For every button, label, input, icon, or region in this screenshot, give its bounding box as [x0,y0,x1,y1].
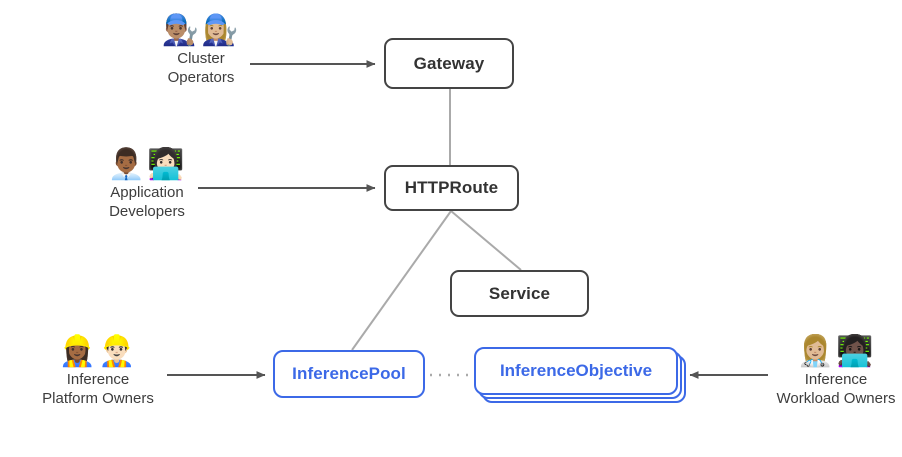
persona-application-developers[interactable]: 👨🏾‍💼👩🏻‍💻 Application Developers [82,148,212,221]
node-service-label: Service [488,283,551,303]
inference-workload-owners-label: Inference Workload Owners [776,371,896,407]
cluster-operators-emoji: 👨🏽‍🔧👩🏼‍🔧 [161,14,241,47]
persona-cluster-operators[interactable]: 👨🏽‍🔧👩🏼‍🔧 Cluster Operators [140,14,262,87]
edge-httproute-service [450,210,522,271]
inferenceobjective-stack-layer-1 [474,347,678,395]
node-gateway[interactable]: Gateway [384,38,514,89]
inference-workload-owners-emoji: 👩🏼‍⚕️👩🏿‍💻 [796,335,876,368]
node-httproute[interactable]: HTTPRoute [384,165,519,211]
inference-platform-owners-label: Inference Platform Owners [42,371,154,407]
node-service[interactable]: Service [450,270,589,317]
persona-inference-workload-owners[interactable]: 👩🏼‍⚕️👩🏿‍💻 Inference Workload Owners [770,335,902,408]
application-developers-label: Application Developers [109,184,185,220]
node-httproute-label: HTTPRoute [404,178,499,197]
application-developers-emoji: 👨🏾‍💼👩🏻‍💻 [107,148,187,181]
node-inferenceobjective[interactable]: InferenceObjective [474,347,694,409]
node-inferencepool-label: InferencePool [292,364,406,383]
edge-httproute-inferencepool [351,210,452,351]
node-inferencepool[interactable]: InferencePool [273,350,425,398]
persona-inference-platform-owners[interactable]: 👷🏾‍♀️👷🏻‍♂️ Inference Platform Owners [24,335,172,408]
node-inferenceobjective-label-wrap: InferenceObjective [474,347,678,395]
node-gateway-label: Gateway [413,53,485,73]
node-inferenceobjective-label: InferenceObjective [499,361,653,380]
cluster-operators-label: Cluster Operators [167,50,235,86]
inference-platform-owners-emoji: 👷🏾‍♀️👷🏻‍♂️ [58,335,138,368]
